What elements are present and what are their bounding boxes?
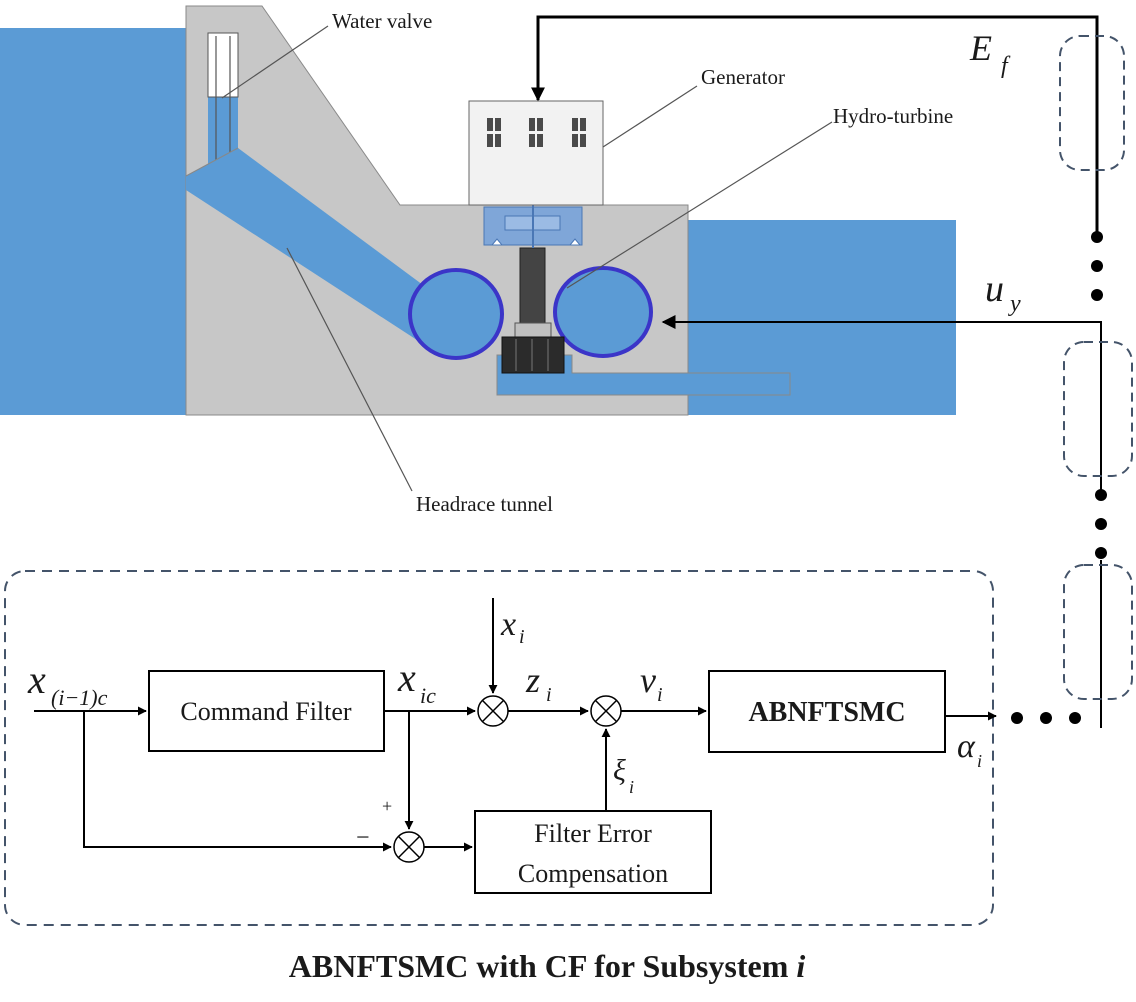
svg-text:x: x <box>500 606 516 643</box>
svg-text:z: z <box>525 660 540 700</box>
upstream-reservoir <box>0 28 186 415</box>
turbine-shaft <box>519 247 546 327</box>
command-filter-block <box>148 670 385 752</box>
svg-text:v: v <box>640 660 656 700</box>
plus-sign: + <box>382 796 392 816</box>
ellipsis-dots <box>1011 231 1107 724</box>
hydropower-plant <box>0 5 956 416</box>
subsystem-capsules <box>1059 35 1133 700</box>
svg-text:ic: ic <box>420 683 436 708</box>
subsystem-capsule-2 <box>1063 341 1133 477</box>
water-valve-label: Water valve <box>332 9 432 33</box>
tailrace-channel <box>496 354 791 396</box>
svg-text:x: x <box>397 655 416 700</box>
generator-windows <box>487 118 586 147</box>
svg-text:α: α <box>957 728 976 765</box>
abnftsmc-label: ABNFTSMC <box>748 697 905 728</box>
sum-junction-filter-error <box>393 831 425 863</box>
input-signal-label: x (i−1)c <box>27 657 108 710</box>
plant-leader-lines <box>221 25 833 492</box>
filter-error-compensation-block <box>474 810 712 894</box>
xi-signal-label: x i <box>500 606 525 648</box>
svg-text:y: y <box>1008 291 1021 317</box>
svg-text:i: i <box>657 684 663 706</box>
svg-text:i: i <box>519 626 525 648</box>
svg-text:(i−1)c: (i−1)c <box>51 685 108 710</box>
zi-signal-label: z i <box>525 660 552 706</box>
figure-caption: ABNFTSMC with CF for Subsystem i <box>289 948 806 984</box>
subsystem-capsule-3 <box>1063 564 1133 700</box>
headrace-tunnel-label: Headrace tunnel <box>416 492 553 516</box>
controller-wires <box>34 598 997 852</box>
water-valve-shaft <box>207 32 239 98</box>
vi-signal-label: v i <box>640 660 663 706</box>
sum-junction-vi <box>590 695 622 727</box>
svg-text:x: x <box>27 657 46 702</box>
headrace-tunnel <box>186 148 450 355</box>
abnftsmc-block <box>708 670 946 753</box>
xic-signal-label: x ic <box>397 655 436 708</box>
svg-text:i: i <box>546 684 552 706</box>
svg-text:i: i <box>629 777 634 797</box>
ef-signal-label: E f <box>969 28 1011 79</box>
xi-compensation-label: ξ i <box>613 754 634 797</box>
svg-text:E: E <box>969 28 992 68</box>
turbine-runner <box>501 336 565 374</box>
sum-junction-zi <box>477 695 509 727</box>
command-filter-label: Command Filter <box>180 697 352 726</box>
generator-label: Generator <box>701 65 785 89</box>
excitation-wire <box>531 15 1099 236</box>
hydro-turbine-label: Hydro-turbine <box>833 104 953 128</box>
generator-house <box>468 100 604 206</box>
svg-text:u: u <box>985 268 1004 310</box>
filter-error-label: Filter Error <box>534 819 652 848</box>
subsystem-capsule-1 <box>1059 35 1125 171</box>
uy-signal-label: u y <box>985 268 1021 317</box>
compensation-label: Compensation <box>518 859 668 888</box>
svg-text:i: i <box>977 751 982 771</box>
summing-junctions <box>393 695 622 863</box>
minus-sign: − <box>356 825 370 851</box>
turbine-volute-right <box>553 266 653 358</box>
turbine-volute-left <box>408 268 504 360</box>
svg-text:ξ: ξ <box>613 754 626 787</box>
svg-text:f: f <box>1001 53 1011 79</box>
alpha-signal-label: α i <box>957 728 982 771</box>
